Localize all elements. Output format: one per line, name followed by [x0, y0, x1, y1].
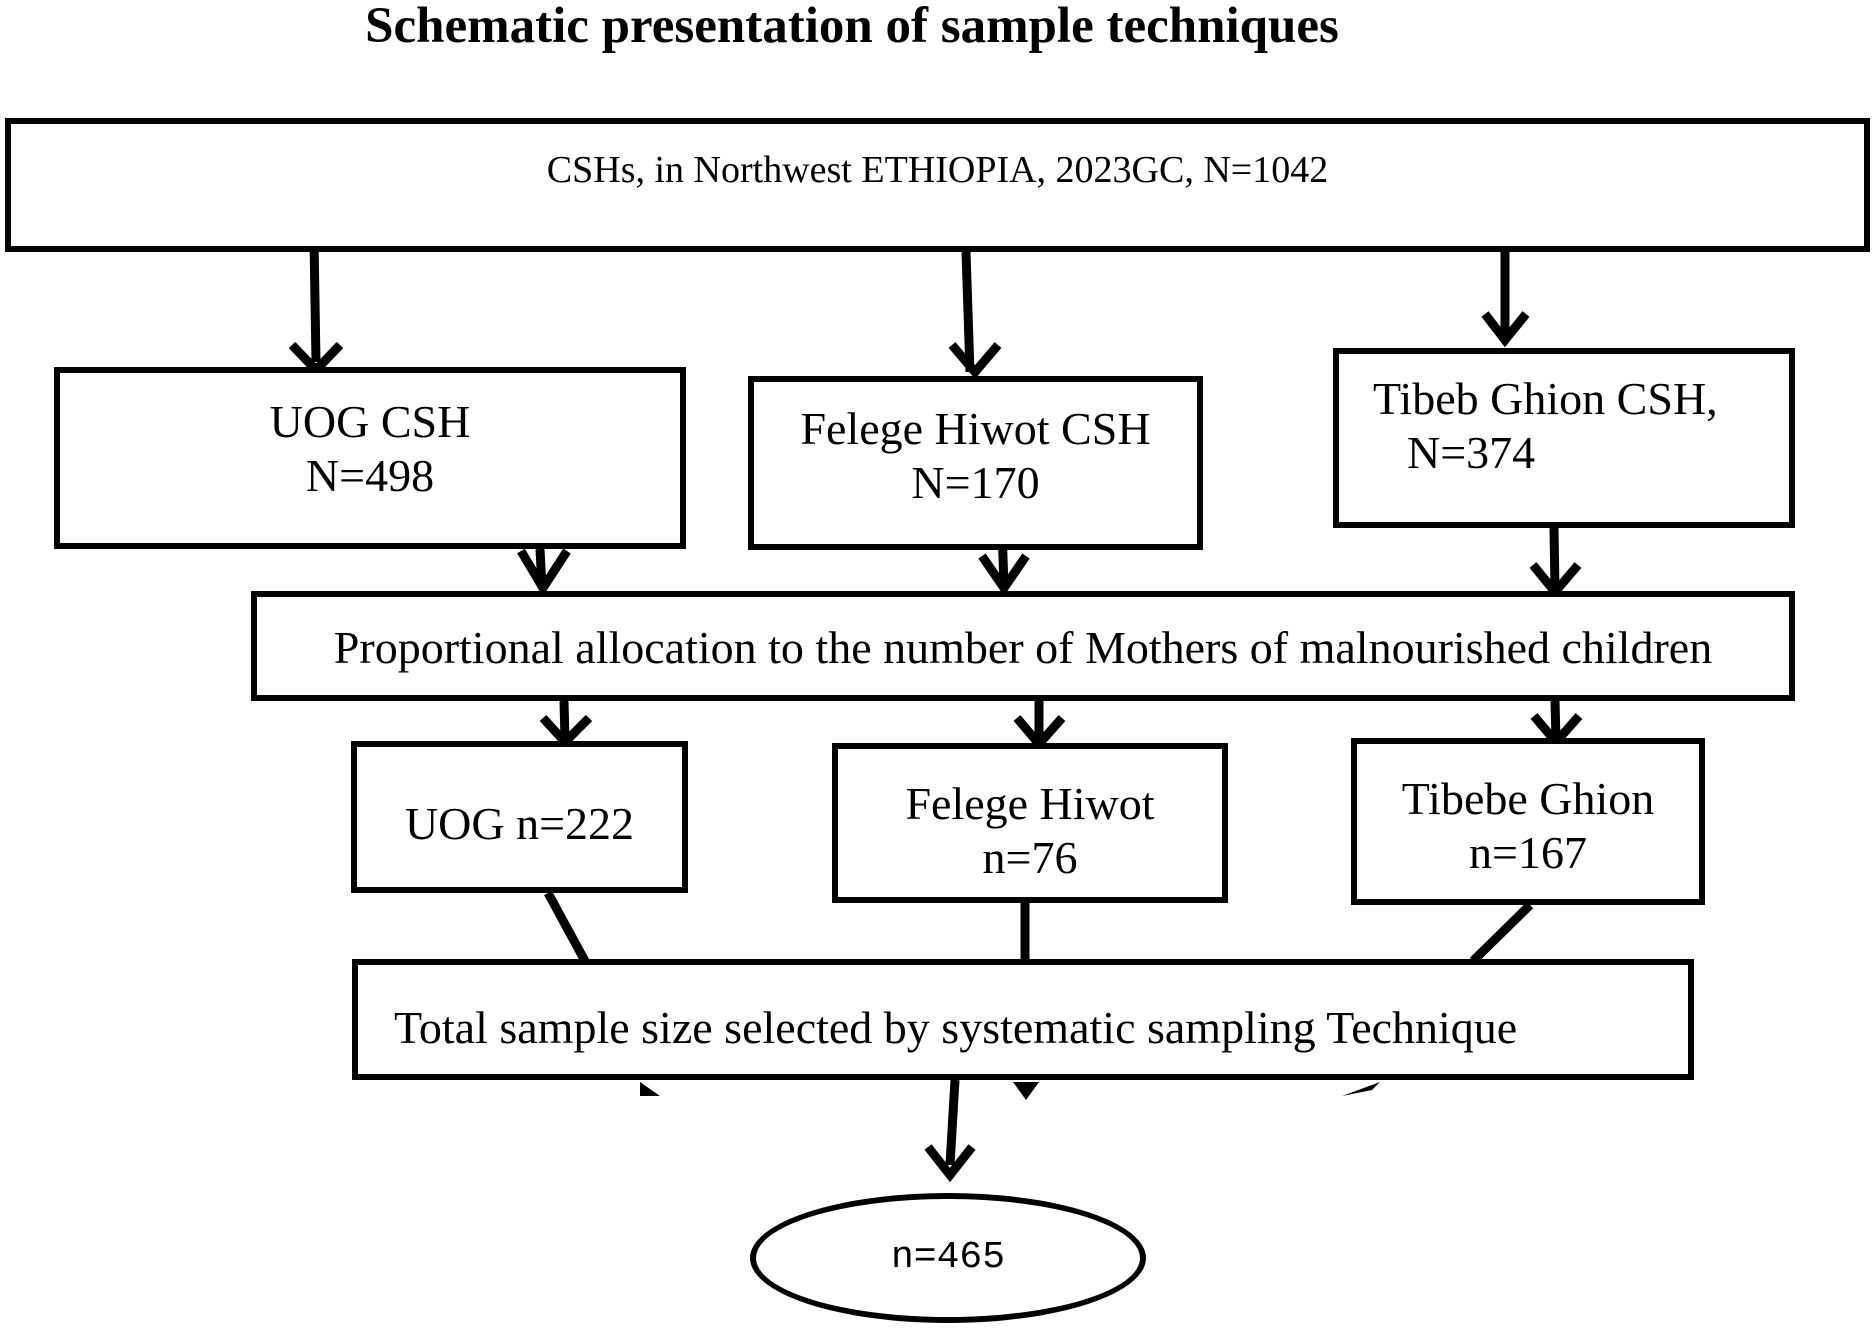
connector-root-uog: [309, 239, 321, 363]
felege-csh-name: Felege Hiwot CSH: [800, 403, 1151, 454]
arrowhead-artifact-right: [1342, 1082, 1380, 1096]
felege-csh-box: Felege Hiwot CSH N=170: [748, 376, 1203, 550]
uog-csh-box: UOG CSH N=498: [54, 367, 686, 549]
arrowhead-artifact-left: [640, 1082, 660, 1096]
root-population-text: CSHs, in Northwest ETHIOPIA, 2023GC, N=1…: [546, 149, 1329, 191]
root-population-box: CSHs, in Northwest ETHIOPIA, 2023GC, N=1…: [5, 118, 1870, 252]
tibeb-sample-box: Tibebe Ghion n=167: [1351, 738, 1705, 905]
connector-tibeb-total: [1469, 901, 1534, 965]
connector-allocation-uog: [559, 700, 570, 741]
allocation-text: Proportional allocation to the number of…: [333, 622, 1713, 673]
total-sample-box: Total sample size selected by systematic…: [352, 959, 1694, 1080]
tibeb-sample-name: Tibebe Ghion: [1401, 773, 1655, 824]
arrowhead-root-felege: [948, 342, 1002, 379]
total-sample-text: Total sample size selected by systematic…: [394, 1002, 1518, 1053]
felege-sample-count: n=76: [982, 832, 1078, 883]
arrowhead-artifact-middle: [1013, 1082, 1039, 1100]
connector-allocation-tibeb: [1550, 700, 1561, 741]
allocation-box: Proportional allocation to the number of…: [251, 591, 1795, 701]
final-sample-oval: n=465: [750, 1193, 1146, 1323]
arrowhead-felege-allocation: [978, 553, 1030, 596]
diagram-title: Schematic presentation of sample techniq…: [365, 0, 1339, 54]
arrowhead-uog-allocation: [517, 548, 571, 597]
tibeb-sample-count: n=167: [1469, 827, 1587, 878]
uog-sample-box: UOG n=222: [351, 741, 688, 893]
connector-root-felege: [961, 251, 975, 373]
uog-csh-count: N=498: [305, 450, 435, 501]
final-sample-text: n=465: [890, 1236, 1006, 1279]
connector-uog-total: [544, 890, 589, 964]
arrowhead-total-final: [924, 1144, 976, 1183]
felege-csh-count: N=170: [911, 457, 1040, 508]
tibeb-csh-name: Tibeb Ghion CSH,: [1373, 373, 1718, 424]
arrowhead-root-tibeb: [1481, 311, 1530, 348]
connector-total-final: [945, 1079, 960, 1166]
felege-sample-box: Felege Hiwot n=76: [832, 743, 1228, 903]
tibeb-csh-count: N=374: [1407, 427, 1536, 478]
connector-tibeb-allocation: [1549, 527, 1560, 591]
felege-sample-name: Felege Hiwot: [905, 778, 1155, 829]
tibeb-csh-box: Tibeb Ghion CSH, N=374: [1333, 348, 1795, 528]
uog-csh-name: UOG CSH: [269, 396, 471, 447]
uog-sample-text: UOG n=222: [404, 798, 635, 849]
